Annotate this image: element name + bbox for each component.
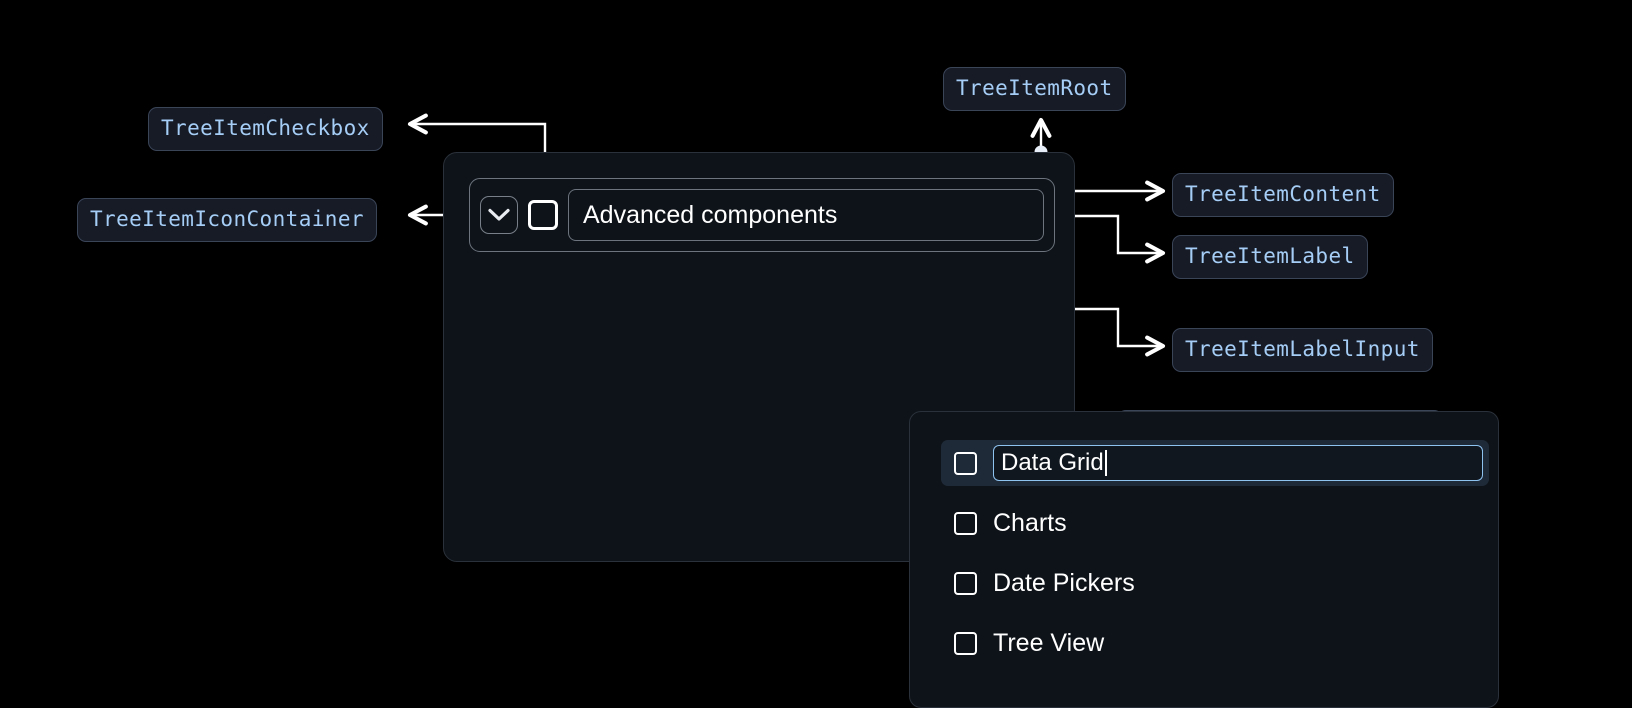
tree-item-checkbox[interactable] xyxy=(954,631,977,655)
annotation-tree-item-content: TreeItemContent xyxy=(1172,173,1394,217)
tree-item-checkbox[interactable] xyxy=(954,511,977,535)
annotated-diagram-canvas: TreeItemCheckbox TreeItemIconContainer T… xyxy=(77,67,1499,708)
tree-item-row-date-pickers[interactable]: Date Pickers xyxy=(941,560,1489,606)
tree-item-checkbox[interactable] xyxy=(954,571,977,595)
tree-item-group-transition: Data Grid Charts Date Pickers Tree View xyxy=(909,411,1499,708)
tree-item-checkbox[interactable] xyxy=(528,200,558,230)
tree-item-label-input-value: Data Grid xyxy=(1001,449,1104,476)
tree-item-label-text: Advanced components xyxy=(583,200,838,229)
annotation-tree-item-label-input: TreeItemLabelInput xyxy=(1172,328,1433,372)
tree-item-label: Tree View xyxy=(993,628,1105,657)
tree-item-row-tree-view[interactable]: Tree View xyxy=(941,620,1489,666)
annotation-tree-item-icon-container: TreeItemIconContainer xyxy=(77,198,377,242)
tree-item-label: Advanced components xyxy=(568,189,1044,241)
annotation-tree-item-checkbox: TreeItemCheckbox xyxy=(148,107,383,151)
tree-item-root[interactable]: Advanced components Data Grid Charts Dat… xyxy=(443,152,1499,708)
chevron-down-icon xyxy=(488,208,510,221)
text-caret xyxy=(1104,450,1107,476)
tree-item-label-input[interactable]: Data Grid xyxy=(993,445,1483,481)
tree-item-label: Charts xyxy=(993,508,1067,537)
annotation-tree-item-label: TreeItemLabel xyxy=(1172,235,1368,279)
tree-item-row-data-grid[interactable]: Data Grid xyxy=(941,440,1489,486)
tree-item-row-charts[interactable]: Charts xyxy=(941,500,1489,546)
tree-item-content[interactable]: Advanced components xyxy=(469,178,1055,252)
annotation-tree-item-root: TreeItemRoot xyxy=(943,67,1126,111)
tree-item-icon-container[interactable] xyxy=(480,196,518,234)
tree-item-label: Date Pickers xyxy=(993,568,1135,597)
tree-item-checkbox[interactable] xyxy=(954,451,977,475)
